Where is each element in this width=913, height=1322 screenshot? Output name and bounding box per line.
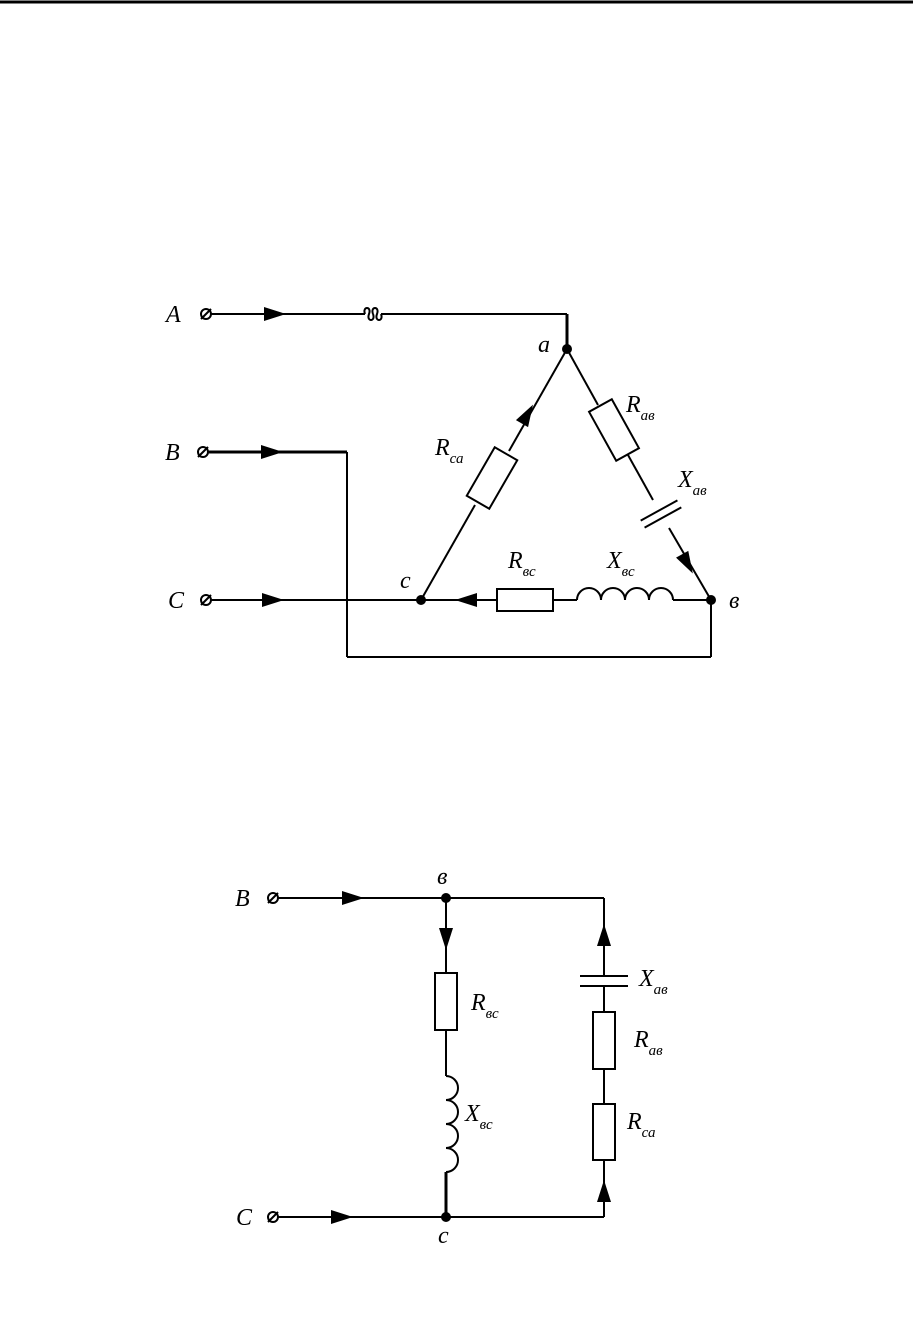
r-ab2-label: Rав — [633, 1027, 663, 1059]
resistor-r-bc — [497, 589, 553, 611]
inductor-x-bc2 — [446, 1076, 458, 1172]
resistor-r-ab2 — [593, 1012, 615, 1069]
terminal-a — [201, 307, 567, 349]
node-b2-label: в — [437, 864, 447, 890]
branch-ca — [421, 349, 567, 600]
r-ca-label: Rса — [434, 435, 463, 467]
r-ab-label: Rав — [625, 392, 655, 424]
terminal-b2 — [268, 891, 604, 976]
terminal-c-label: C — [168, 588, 185, 614]
r-bc2-label: Rвс — [470, 990, 499, 1022]
equivalent-circuit-bc: B C в c Rвс Xвс Xав Rав Rса — [235, 864, 668, 1249]
terminal-b2-label: B — [235, 886, 250, 912]
capacitor-x-ab — [641, 500, 682, 527]
x-ab-label: Xав — [677, 467, 707, 499]
r-ca2-label: Rса — [626, 1109, 655, 1141]
r-bc-label: Rвс — [507, 548, 536, 580]
line-c-current-arrow — [262, 593, 284, 607]
branch-ab-ca2-bottom-arrow — [597, 1180, 611, 1202]
node-c2-label: c — [438, 1223, 449, 1249]
node-a — [562, 344, 572, 354]
branch-bc2-current-arrow — [439, 928, 453, 950]
x-bc2-label: Xвс — [464, 1101, 493, 1133]
resistor-r-bc2 — [435, 973, 457, 1030]
terminal-b — [198, 445, 711, 657]
node-c — [416, 595, 426, 605]
node-c-label: c — [400, 568, 411, 594]
delta-circuit: A B C a в c Rав Xав Rса Rвс Xвс — [164, 302, 739, 657]
branch-bc2 — [435, 898, 458, 1217]
node-b-label: в — [729, 588, 739, 614]
node-a-label: a — [538, 332, 550, 358]
x-ab2-label: Xав — [638, 966, 668, 998]
terminal-c — [201, 593, 421, 607]
branch-bc-current-arrow — [455, 593, 477, 607]
branch-bc — [421, 588, 711, 611]
line-b2-current-arrow — [342, 891, 364, 905]
branch-ab-ca2-top-arrow — [597, 924, 611, 946]
inductor-x-bc — [577, 588, 673, 600]
terminal-a-label: A — [164, 302, 181, 328]
terminal-c2-label: C — [236, 1205, 253, 1231]
terminal-b-label: B — [165, 440, 180, 466]
resistor-r-ca2 — [593, 1104, 615, 1160]
x-bc-label: Xвс — [606, 548, 635, 580]
resistor-r-ca — [467, 447, 518, 508]
terminal-c2 — [268, 1210, 604, 1224]
node-b — [706, 595, 716, 605]
node-b2 — [441, 893, 451, 903]
node-c2 — [441, 1212, 451, 1222]
line-b-current-arrow — [261, 445, 283, 459]
line-a-current-arrow — [264, 307, 286, 321]
line-c2-current-arrow — [331, 1210, 353, 1224]
